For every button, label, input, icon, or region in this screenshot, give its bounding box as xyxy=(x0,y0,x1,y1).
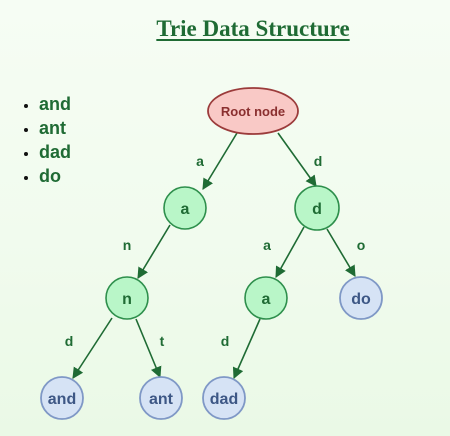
edge-n-d xyxy=(72,317,113,379)
word-list: and ant dad do xyxy=(0,92,71,188)
word-item: and xyxy=(39,92,71,116)
leaf-label: dad xyxy=(210,391,238,408)
word-item: do xyxy=(39,164,71,188)
edge-label: a xyxy=(196,153,204,169)
leaf-label: and xyxy=(48,391,76,408)
edge-label: a xyxy=(263,237,271,253)
edge-a-d xyxy=(232,318,261,380)
trie-node-an: n xyxy=(105,276,149,320)
trie-leaf-do: do xyxy=(339,276,383,320)
word-item: ant xyxy=(39,116,71,140)
edge-d-a xyxy=(275,226,305,278)
edge-label: o xyxy=(357,237,366,253)
root-node-label: Root node xyxy=(221,104,285,119)
trie-node-a: a xyxy=(163,186,207,230)
node-label: n xyxy=(122,291,132,308)
trie-edges xyxy=(72,132,356,380)
edge-root-d xyxy=(277,132,317,187)
edge-label: t xyxy=(160,333,165,349)
edge-root-a xyxy=(202,132,238,190)
edge-n-t xyxy=(135,318,162,379)
edge-label: d xyxy=(314,153,323,169)
trie-leaf-and: and xyxy=(40,376,84,420)
leaf-label: ant xyxy=(149,391,174,408)
edge-label: d xyxy=(221,333,230,349)
trie-node-d: d xyxy=(294,185,340,231)
trie-leaf-ant: ant xyxy=(139,376,183,420)
edge-labels: a d n a o d t d xyxy=(65,153,366,349)
edge-d-o xyxy=(326,228,356,277)
word-item: dad xyxy=(39,140,71,164)
page-title: Trie Data Structure xyxy=(156,16,350,41)
trie-leaf-dad: dad xyxy=(202,376,246,420)
node-label: a xyxy=(262,291,271,308)
trie-node-da: a xyxy=(244,276,288,320)
edge-a-n xyxy=(137,224,171,279)
node-label: d xyxy=(312,201,322,218)
leaf-label: do xyxy=(351,291,371,308)
root-node: Root node xyxy=(207,87,299,135)
edge-label: n xyxy=(123,237,132,253)
edge-label: d xyxy=(65,333,74,349)
node-label: a xyxy=(181,201,190,218)
